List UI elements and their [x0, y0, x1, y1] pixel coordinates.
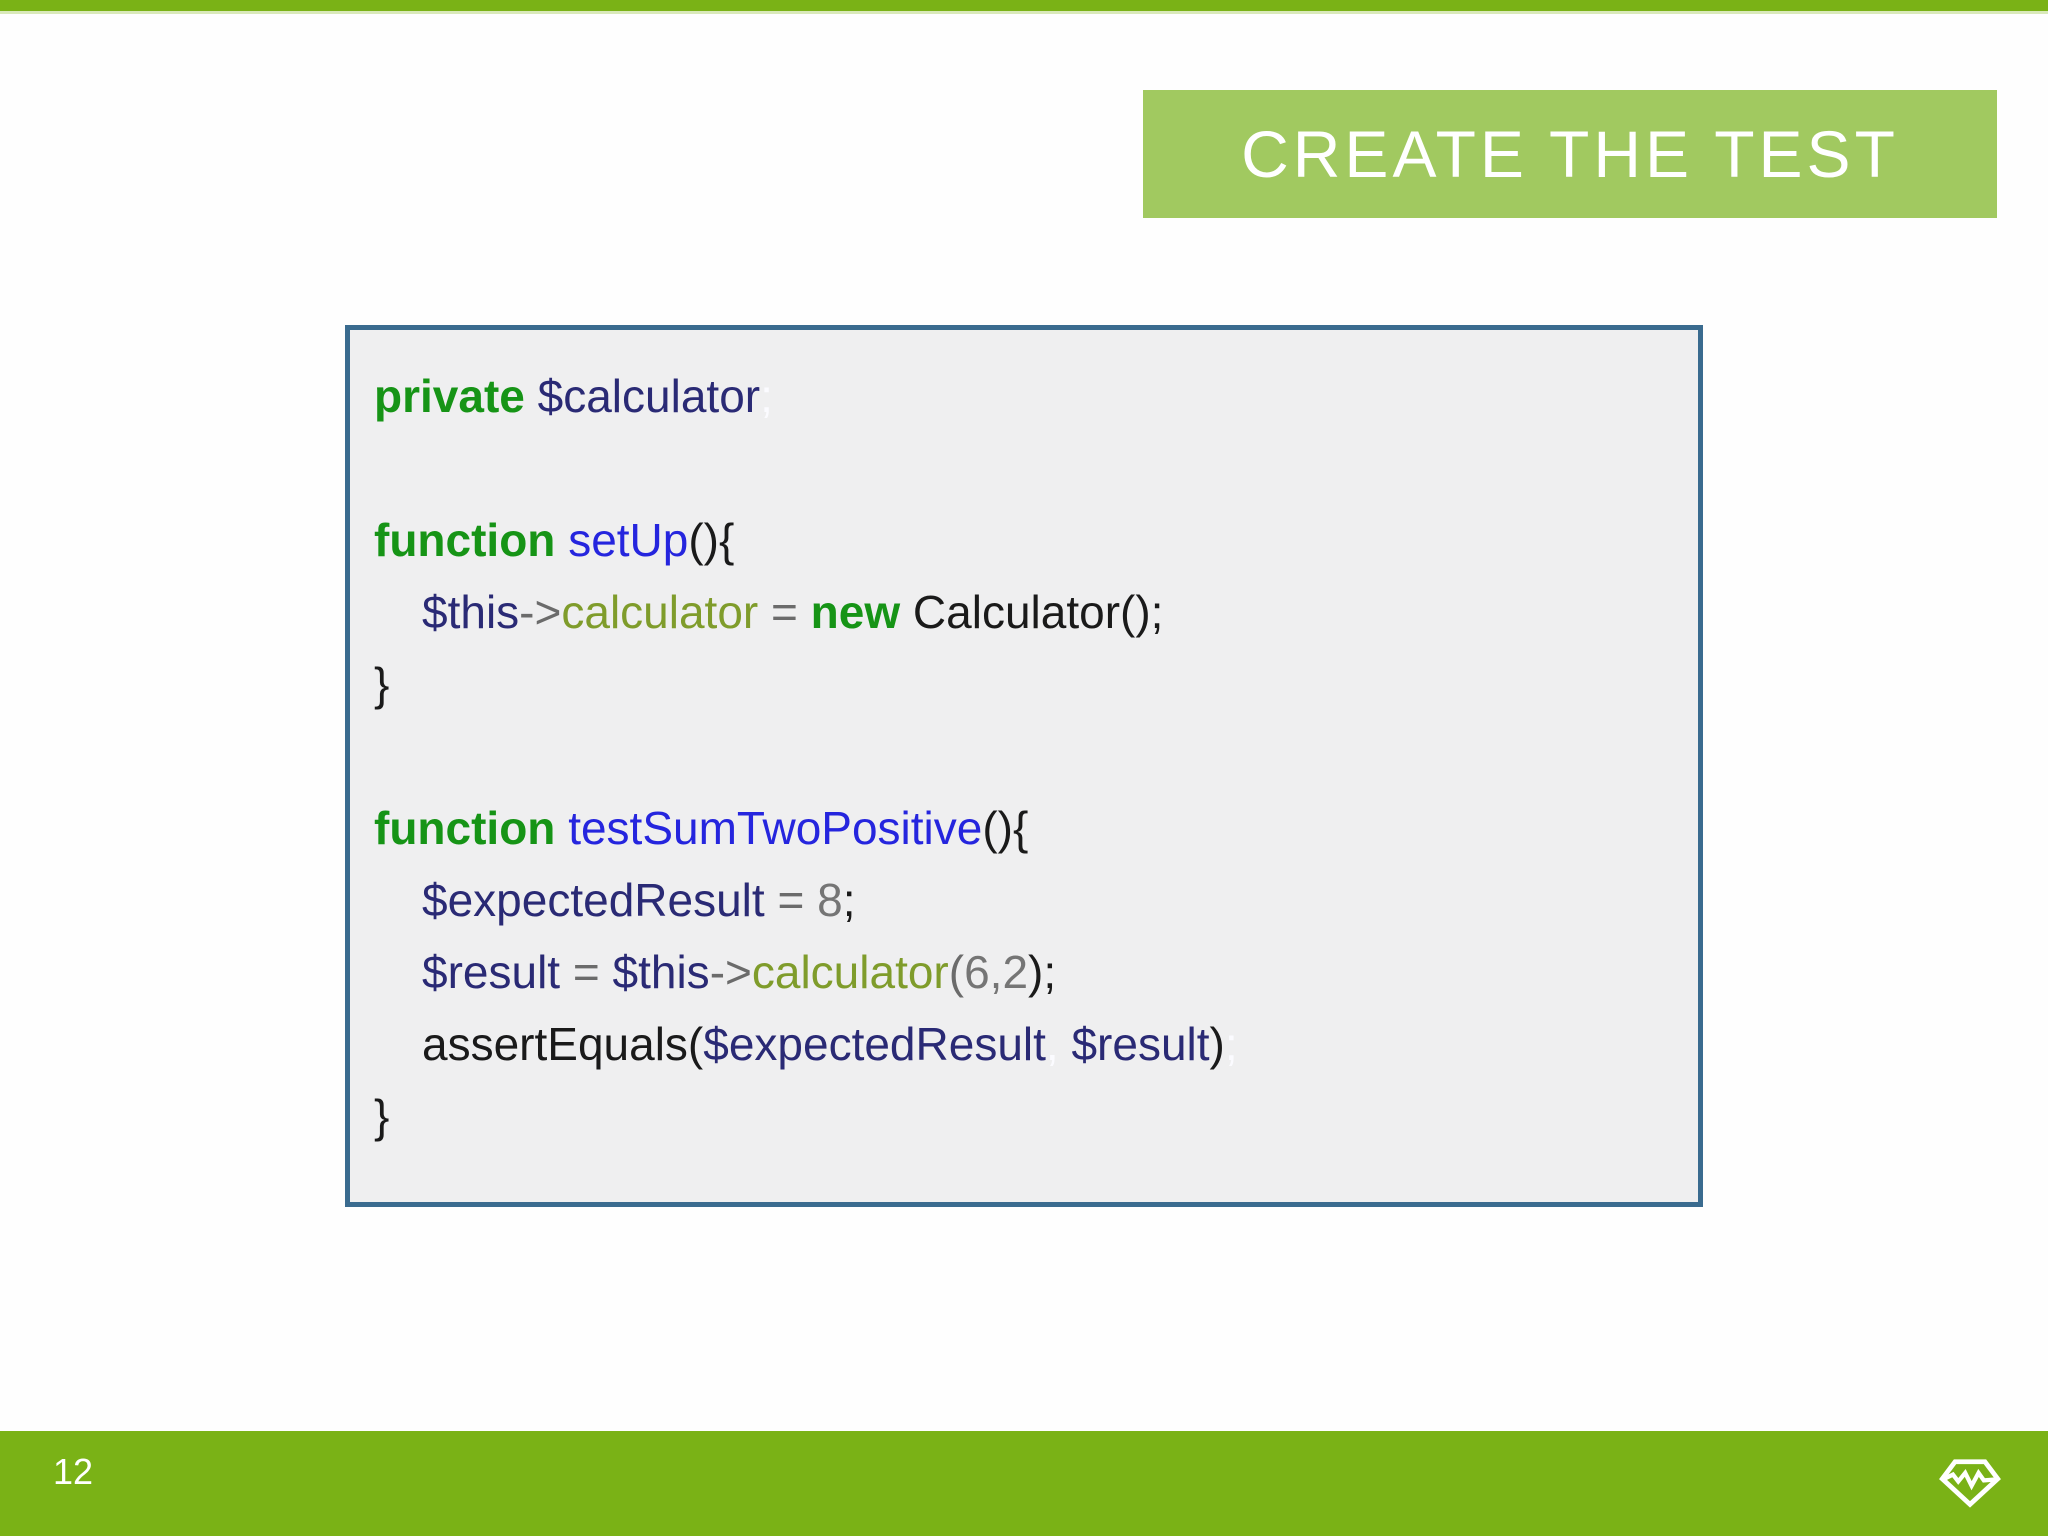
code-token [555, 802, 568, 854]
code-token: $this [612, 946, 710, 998]
code-token: = [758, 586, 811, 638]
code-line [374, 432, 1698, 504]
code-token: = [560, 946, 613, 998]
code-token: new [810, 586, 901, 638]
code-lines: private $calculator; function setUp(){$t… [374, 360, 1698, 1152]
code-token: -> [709, 946, 752, 998]
title-banner: CREATE THE TEST [1143, 90, 1997, 218]
code-token: = [764, 874, 818, 926]
code-token: (){ [982, 802, 1029, 854]
code-line: $this->calculator = new Calculator(); [374, 576, 1698, 648]
code-token: $expectedResult [422, 874, 765, 926]
code-token: function [374, 802, 556, 854]
code-token: Calculator(); [900, 586, 1164, 638]
code-token: assertEquals( [422, 1018, 704, 1070]
code-block: private $calculator; function setUp(){$t… [345, 325, 1703, 1207]
code-token: 8 [817, 874, 843, 926]
code-line [374, 720, 1698, 792]
code-token: -> [519, 586, 562, 638]
page-title: CREATE THE TEST [1241, 117, 1899, 191]
code-token: ( [948, 946, 965, 998]
code-token: private [374, 370, 525, 422]
code-line: private $calculator; [374, 360, 1698, 432]
gem-pulse-icon [1939, 1459, 2001, 1508]
code-token: $this [422, 586, 520, 638]
code-line: assertEquals($expectedResult, $result); [374, 1008, 1698, 1080]
code-token [555, 514, 568, 566]
code-token: $result [422, 946, 561, 998]
code-token: $expectedResult [703, 1018, 1046, 1070]
code-line: $expectedResult = 8; [374, 864, 1698, 936]
footer-bar: 12 [0, 1431, 2048, 1536]
code-token: testSumTwoPositive [568, 802, 983, 854]
code-token: ) [1209, 1018, 1225, 1070]
code-token: calculator [561, 586, 759, 638]
code-token [525, 370, 538, 422]
code-line: } [374, 648, 1698, 720]
code-line: $result = $this->calculator(6,2); [374, 936, 1698, 1008]
code-token: calculator [751, 946, 949, 998]
code-token: } [374, 1090, 390, 1142]
top-accent-bar [0, 0, 2048, 14]
code-token: setUp [568, 514, 689, 566]
code-line: function testSumTwoPositive(){ [374, 792, 1698, 864]
code-line: } [374, 1080, 1698, 1152]
code-token: 6,2 [964, 946, 1029, 998]
code-token: ); [1028, 946, 1057, 998]
code-token: $calculator [537, 370, 761, 422]
code-token: $result [1071, 1018, 1210, 1070]
code-token: (){ [688, 514, 735, 566]
code-line: function setUp(){ [374, 504, 1698, 576]
code-token: ; [760, 370, 773, 422]
page-number: 12 [53, 1451, 94, 1492]
code-token: , [1045, 1018, 1072, 1070]
code-token: ; [842, 874, 856, 926]
code-token: } [374, 658, 390, 710]
code-token: function [374, 514, 556, 566]
code-token: ; [1224, 1018, 1238, 1070]
